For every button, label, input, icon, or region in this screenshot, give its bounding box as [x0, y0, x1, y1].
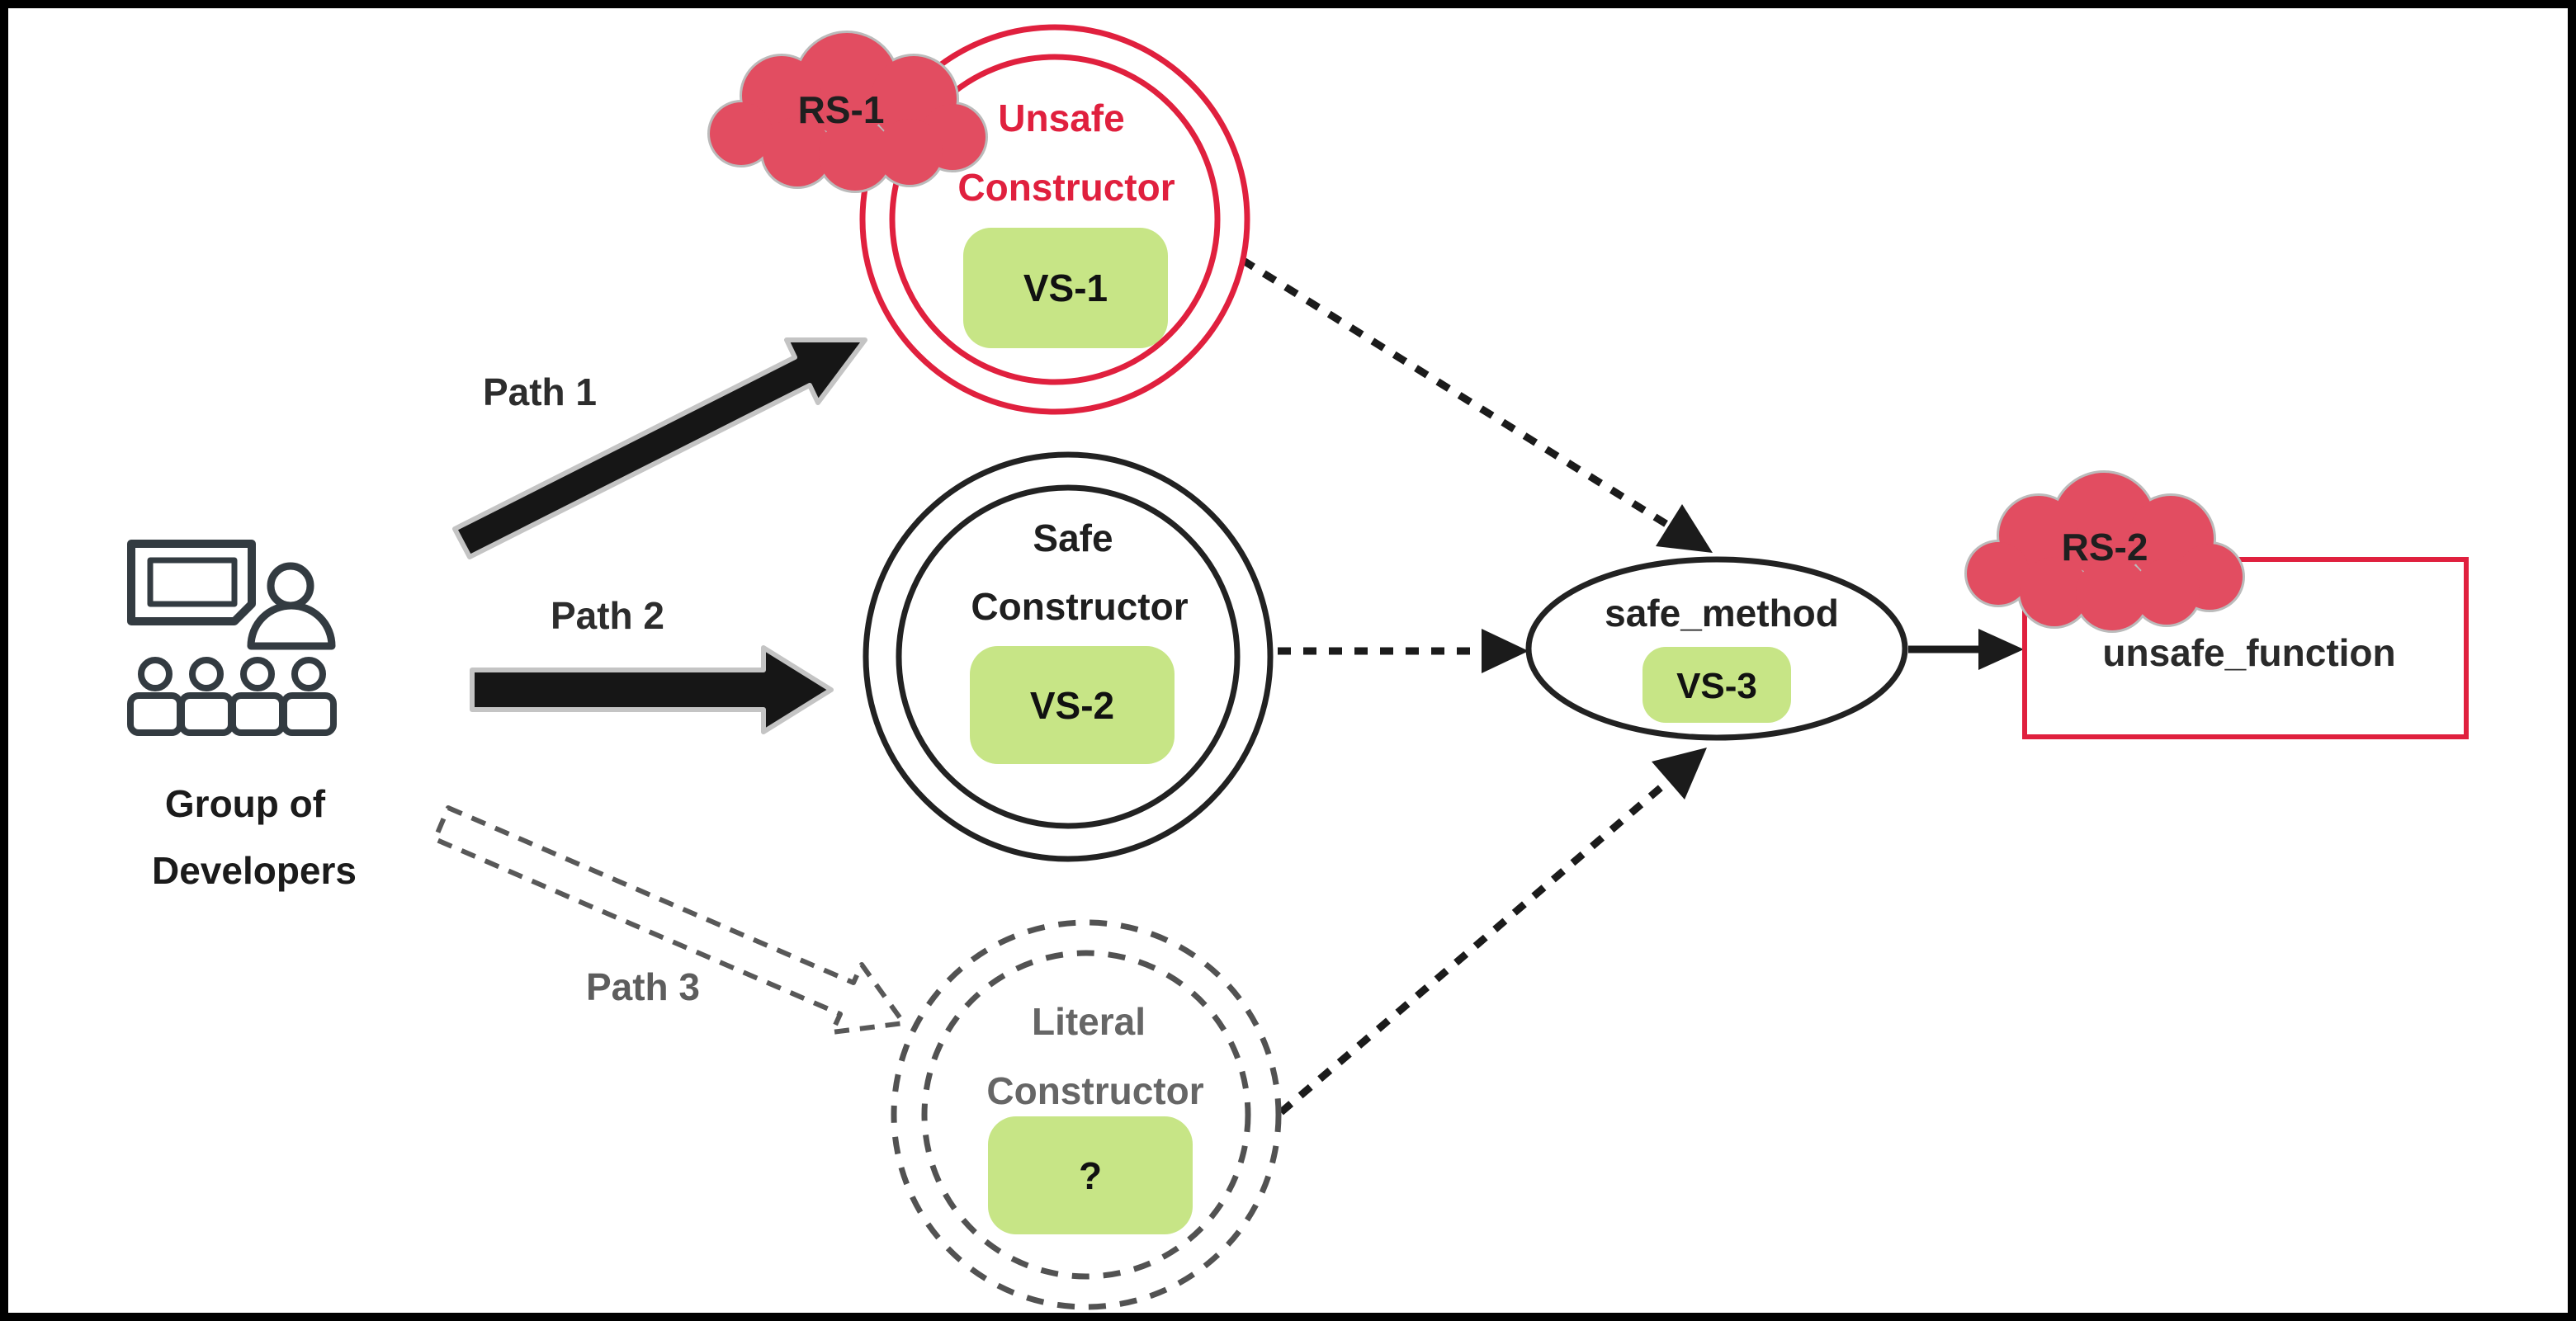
literal-inner-circle: [921, 950, 1251, 1280]
vs3-badge-label: VS-3: [1676, 666, 1757, 706]
arrow-method-to-function: [1908, 629, 2024, 670]
developers-icon: [127, 540, 337, 736]
audience-row-icon: [127, 657, 337, 736]
safe-constructor-title-line2: Constructor: [971, 585, 1188, 628]
vs3-badge: [1642, 647, 1791, 723]
literal-outer-circle: [891, 919, 1282, 1310]
path3-label: Path 3: [586, 965, 700, 1008]
arrowhead-icon: [1482, 629, 1529, 673]
unsafe-inner-circle: [889, 54, 1221, 385]
connector-literal-to-method: [1279, 748, 1707, 1116]
connector-safe-to-method: [1278, 629, 1529, 673]
vs2-badge-label: VS-2: [1030, 684, 1114, 727]
safe-constructor-node: Safe Constructor VS-2: [863, 451, 1274, 862]
path2-arrow: [470, 645, 834, 734]
literal-constructor-node: Literal Constructor ?: [891, 919, 1282, 1310]
safe-inner-circle: [896, 484, 1241, 829]
developers-label-line1: Group of: [165, 782, 326, 825]
path1-arrow: [452, 337, 867, 559]
safe-constructor-title-line1: Safe: [1033, 517, 1113, 559]
rs1-cloud-label: RS-1: [798, 88, 885, 131]
vs1-badge-label: VS-1: [1023, 267, 1108, 309]
literal-constructor-title-line1: Literal: [1032, 1000, 1146, 1043]
rs2-cloud: RS-2: [1967, 473, 2243, 630]
path3-arrow: [432, 805, 906, 1035]
arrowhead-icon: [1652, 748, 1707, 800]
path1-label: Path 1: [483, 370, 597, 413]
presentation-board-icon: [127, 540, 256, 625]
arrowhead-icon: [1656, 504, 1713, 553]
rs1-cloud: RS-1: [710, 33, 985, 191]
literal-constructor-title-line2: Constructor: [986, 1069, 1203, 1112]
question-badge-label: ?: [1079, 1154, 1102, 1197]
connector-unsafe-to-method: [1240, 257, 1713, 553]
vs1-badge: [963, 228, 1168, 348]
safe-method-node: safe_method VS-3: [1525, 556, 1908, 741]
safe-method-label: safe_method: [1605, 592, 1839, 635]
unsafe-constructor-title-line2: Constructor: [957, 166, 1175, 209]
presenter-icon: [247, 562, 336, 650]
question-badge: [988, 1116, 1193, 1234]
path2-label: Path 2: [551, 594, 664, 637]
arrowhead-icon: [1978, 629, 2024, 670]
unsafe-constructor-title-line1: Unsafe: [998, 97, 1124, 139]
vs2-badge: [970, 646, 1175, 764]
developers-label-line2: Developers: [152, 849, 357, 892]
unsafe-function-label: unsafe_function: [2102, 631, 2395, 674]
rs2-cloud-label: RS-2: [2062, 526, 2148, 569]
